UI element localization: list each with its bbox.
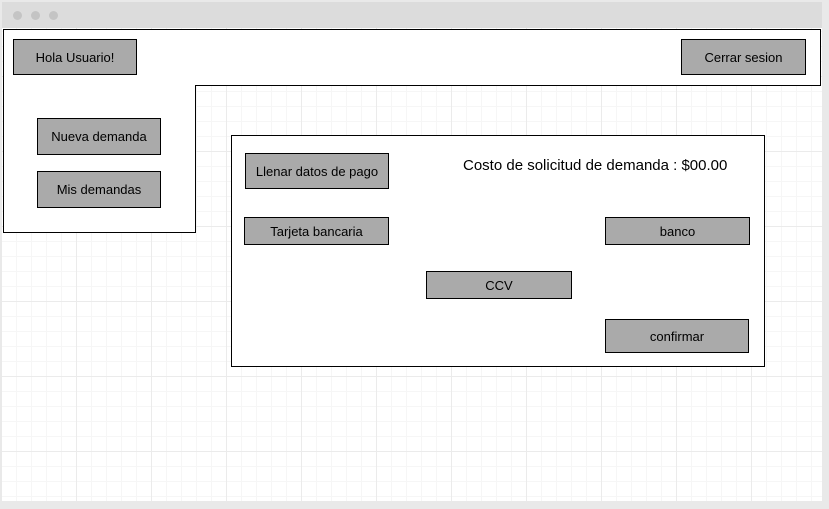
app-window [2, 2, 822, 501]
bank-field[interactable]: banco [605, 217, 750, 245]
logout-button[interactable]: Cerrar sesion [681, 39, 806, 75]
sidebar [3, 85, 196, 233]
bank-card-field[interactable]: Tarjeta bancaria [244, 217, 389, 245]
window-minimize-dot[interactable] [31, 11, 40, 20]
demand-cost-label: Costo de solicitud de demanda : $00.00 [463, 157, 728, 174]
window-close-dot[interactable] [13, 11, 22, 20]
window-titlebar [2, 2, 822, 28]
window-maximize-dot[interactable] [49, 11, 58, 20]
sidebar-item-new-demand[interactable]: Nueva demanda [37, 118, 161, 155]
fill-payment-data-button[interactable]: Llenar datos de pago [245, 153, 389, 189]
ccv-field[interactable]: CCV [426, 271, 572, 299]
greeting-button[interactable]: Hola Usuario! [13, 39, 137, 75]
confirm-button[interactable]: confirmar [605, 319, 749, 353]
sidebar-item-my-demands[interactable]: Mis demandas [37, 171, 161, 208]
